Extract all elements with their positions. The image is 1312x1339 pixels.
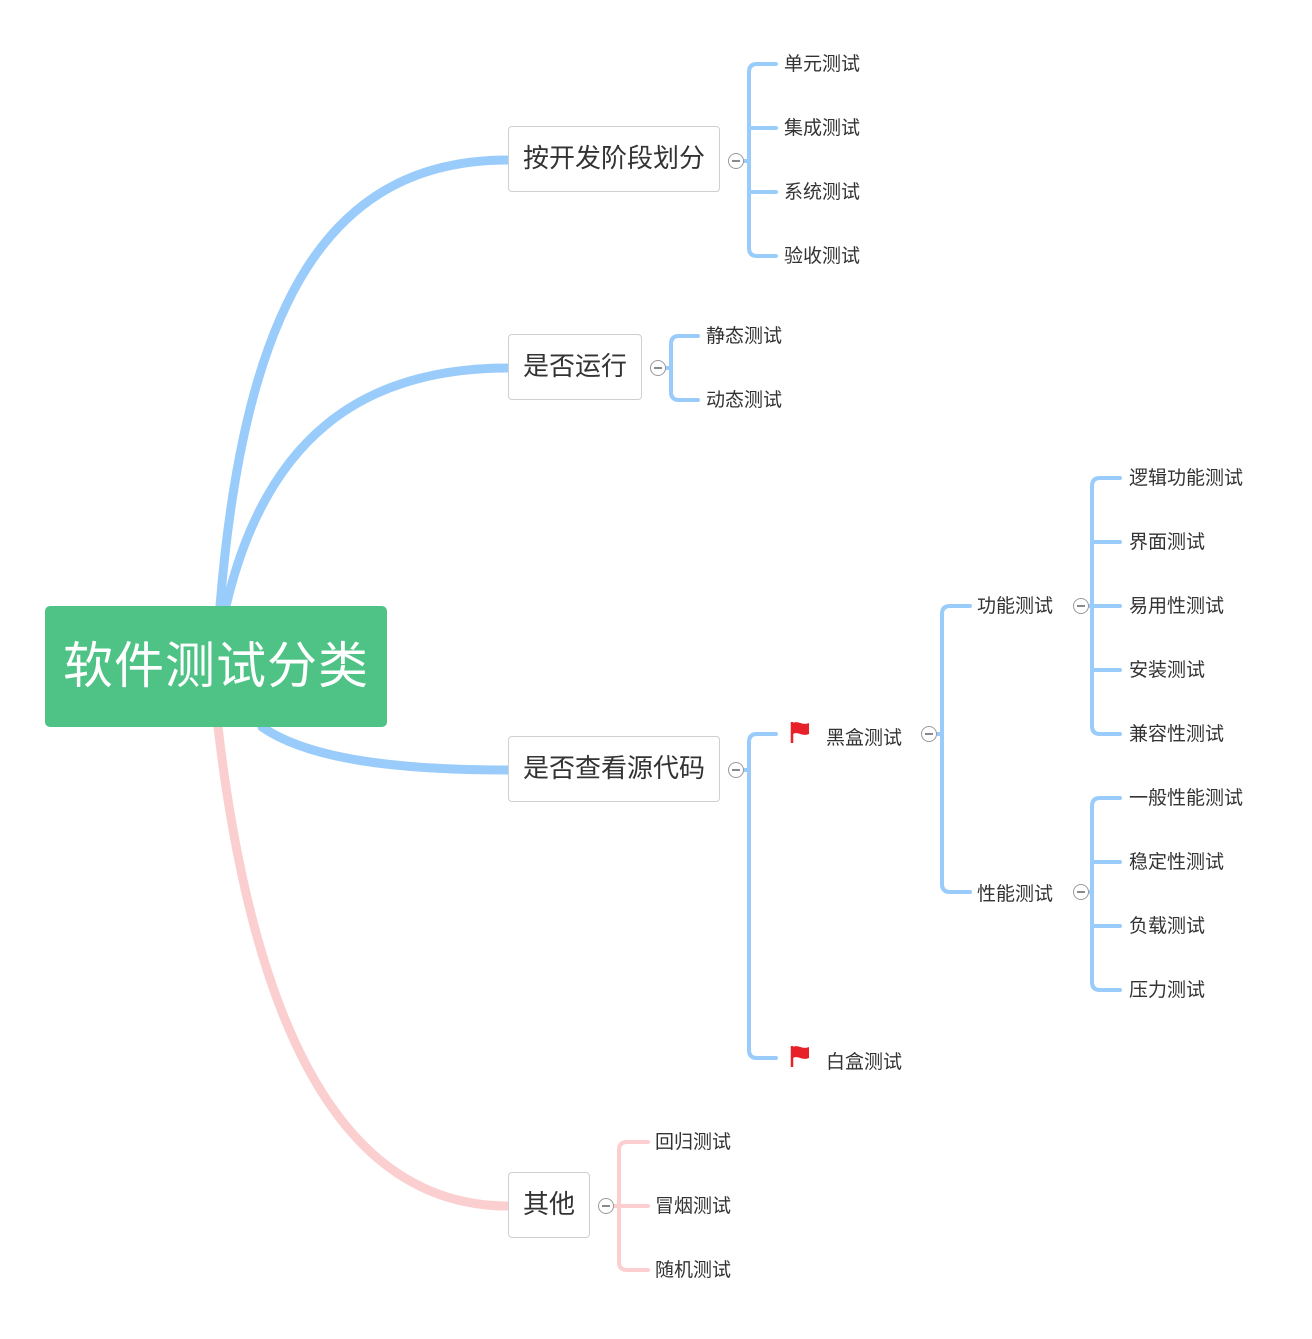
leaf-unit-test[interactable]: 单元测试 [784,53,861,75]
bracket-black-box [936,604,972,894]
connector-root-b1 [215,155,513,611]
topic-execution[interactable]: 是否运行 [508,334,642,400]
bracket-b2 [664,334,700,402]
leaf-smoke-test[interactable]: 冒烟测试 [655,1195,732,1217]
red-flag-icon [790,1046,809,1067]
leaf-regression-test[interactable]: 回归测试 [655,1131,732,1153]
leaf-integration-test[interactable]: 集成测试 [784,117,861,139]
collapse-toggle-icon[interactable] [598,1198,614,1214]
red-flag-icon [790,722,809,743]
collapse-toggle-icon[interactable] [650,360,666,376]
bracket-performance [1088,796,1122,992]
bracket-b3 [742,732,778,1060]
leaf-general-performance-test[interactable]: 一般性能测试 [1129,787,1244,809]
topic-development-stage[interactable]: 按开发阶段划分 [508,126,720,192]
leaf-usability-test[interactable]: 易用性测试 [1129,595,1225,617]
leaf-static-test[interactable]: 静态测试 [706,325,783,347]
bracket-b4 [612,1140,650,1272]
bracket-functional [1088,476,1122,736]
topic-white-box-test[interactable]: 白盒测试 [826,1051,903,1073]
topic-performance-test[interactable]: 性能测试 [977,883,1054,905]
leaf-logic-function-test[interactable]: 逻辑功能测试 [1129,467,1244,489]
leaf-random-test[interactable]: 随机测试 [655,1259,732,1281]
leaf-install-test[interactable]: 安装测试 [1129,659,1206,681]
connector-root-b4 [213,722,513,1211]
topic-functional-test[interactable]: 功能测试 [977,595,1054,617]
bracket-b1 [742,62,778,258]
topic-black-box-test[interactable]: 黑盒测试 [826,727,903,749]
collapse-toggle-icon[interactable] [728,153,744,169]
leaf-compatibility-test[interactable]: 兼容性测试 [1129,723,1225,745]
collapse-toggle-icon[interactable] [1073,598,1089,614]
collapse-toggle-icon[interactable] [1073,884,1089,900]
connector-root-b3 [257,722,513,775]
root-topic[interactable]: 软件测试分类 [45,606,387,727]
leaf-stability-test[interactable]: 稳定性测试 [1129,851,1225,873]
topic-source-code[interactable]: 是否查看源代码 [508,736,720,802]
topic-other[interactable]: 其他 [508,1172,590,1238]
connector-root-b2 [221,363,513,611]
leaf-ui-test[interactable]: 界面测试 [1129,531,1206,553]
leaf-load-test[interactable]: 负载测试 [1129,915,1206,937]
leaf-system-test[interactable]: 系统测试 [784,181,861,203]
leaf-dynamic-test[interactable]: 动态测试 [706,389,783,411]
leaf-stress-test[interactable]: 压力测试 [1129,979,1206,1001]
leaf-acceptance-test[interactable]: 验收测试 [784,245,861,267]
collapse-toggle-icon[interactable] [921,726,937,742]
collapse-toggle-icon[interactable] [728,762,744,778]
